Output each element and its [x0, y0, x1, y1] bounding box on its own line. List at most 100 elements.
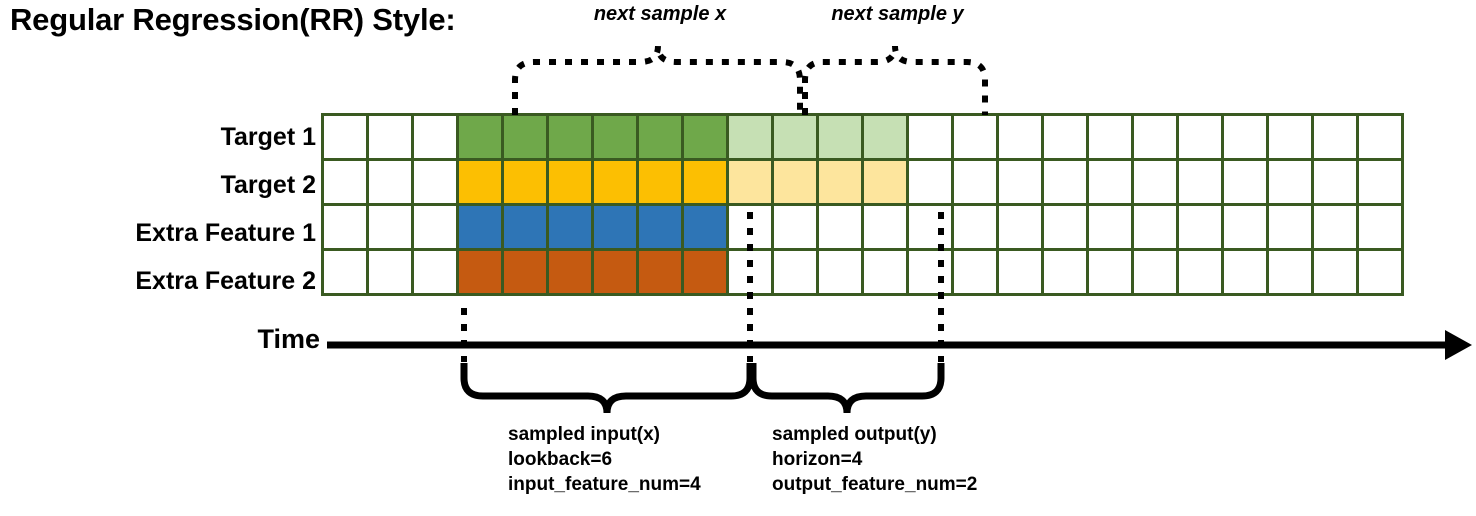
time-axis-arrow [327, 330, 1472, 360]
grid-cell-extra-feature-2-9-input [681, 248, 729, 296]
grid-cell-extra-feature-2-10-empty [726, 248, 774, 296]
grid-cell-extra-feature-2-13-empty [861, 248, 909, 296]
grid-cell-target-1-13-output [861, 113, 909, 161]
grid-cell-target-1-2-empty [366, 113, 414, 161]
grid-cell-extra-feature-1-12-empty [816, 203, 864, 251]
grid-cell-extra-feature-1-9-input [681, 203, 729, 251]
sampled-input-title: sampled input(x) [508, 424, 661, 445]
sampled-output-horizon: horizon=4 [772, 449, 863, 470]
grid-cell-target-2-15-empty [951, 158, 999, 206]
grid-cell-extra-feature-1-16-empty [996, 203, 1044, 251]
grid-row-target-2 [321, 158, 1404, 206]
grid-cell-target-2-23-empty [1311, 158, 1359, 206]
grid-cell-extra-feature-1-22-empty [1266, 203, 1314, 251]
row-label-extra-feature-1: Extra Feature 1 [135, 219, 316, 247]
sampled-output-annotation: sampled output(y) horizon=4 output_featu… [772, 422, 977, 497]
grid-cell-target-2-17-empty [1041, 158, 1089, 206]
grid-cell-target-2-2-empty [366, 158, 414, 206]
bottom-brace-sampled-output [749, 363, 945, 414]
grid-cell-extra-feature-1-4-input [456, 203, 504, 251]
sampled-input-feature-num: input_feature_num=4 [508, 474, 701, 495]
grid-cell-target-1-16-empty [996, 113, 1044, 161]
grid-cell-extra-feature-2-18-empty [1086, 248, 1134, 296]
grid-cell-target-2-13-output [861, 158, 909, 206]
page-title: Regular Regression(RR) Style: [10, 2, 456, 37]
grid-cell-target-1-7-input [591, 113, 639, 161]
grid-cell-target-1-6-input [546, 113, 594, 161]
grid-cell-target-1-10-output [726, 113, 774, 161]
grid-cell-extra-feature-2-14-empty [906, 248, 954, 296]
row-label-target-2: Target 2 [220, 171, 316, 199]
grid-cell-target-2-21-empty [1221, 158, 1269, 206]
time-axis-label: Time [257, 324, 320, 354]
grid-cell-extra-feature-2-16-empty [996, 248, 1044, 296]
grid-cell-target-2-4-input [456, 158, 504, 206]
grid-cell-extra-feature-1-13-empty [861, 203, 909, 251]
grid-cell-extra-feature-2-11-empty [771, 248, 819, 296]
grid-cell-target-1-9-input [681, 113, 729, 161]
grid-cell-extra-feature-1-17-empty [1041, 203, 1089, 251]
grid-cell-extra-feature-1-19-empty [1131, 203, 1179, 251]
grid-cell-target-1-11-output [771, 113, 819, 161]
grid-cell-target-1-22-empty [1266, 113, 1314, 161]
grid-cell-target-1-17-empty [1041, 113, 1089, 161]
annotation-next-sample-x: next sample x [593, 3, 727, 25]
grid-cell-extra-feature-2-4-input [456, 248, 504, 296]
grid-cell-extra-feature-2-15-empty [951, 248, 999, 296]
top-brace-next-sample-x [512, 45, 803, 115]
grid-cell-extra-feature-1-2-empty [366, 203, 414, 251]
grid-cell-extra-feature-1-14-empty [906, 203, 954, 251]
grid-cell-extra-feature-2-3-empty [411, 248, 459, 296]
grid-cell-extra-feature-1-11-empty [771, 203, 819, 251]
row-label-target-1: Target 1 [220, 123, 316, 151]
grid-cell-target-2-10-output [726, 158, 774, 206]
grid-cell-target-1-3-empty [411, 113, 459, 161]
grid-cell-target-1-1-empty [321, 113, 369, 161]
grid-cell-extra-feature-2-12-empty [816, 248, 864, 296]
grid-cell-extra-feature-2-2-empty [366, 248, 414, 296]
grid-row-target-1 [321, 113, 1404, 161]
grid-cell-target-2-9-input [681, 158, 729, 206]
grid-cell-target-1-20-empty [1176, 113, 1224, 161]
grid-cell-extra-feature-1-21-empty [1221, 203, 1269, 251]
grid-cell-target-2-22-empty [1266, 158, 1314, 206]
grid-cell-extra-feature-2-7-input [591, 248, 639, 296]
grid-cell-extra-feature-2-23-empty [1311, 248, 1359, 296]
grid-cell-extra-feature-1-1-empty [321, 203, 369, 251]
grid-cell-extra-feature-1-7-input [591, 203, 639, 251]
sampled-output-feature-num: output_feature_num=2 [772, 474, 978, 495]
grid-cell-extra-feature-1-3-empty [411, 203, 459, 251]
grid-cell-target-1-8-input [636, 113, 684, 161]
grid-cell-target-1-5-input [501, 113, 549, 161]
grid-row-extra-feature-1 [321, 203, 1404, 251]
grid-cell-extra-feature-1-24-empty [1356, 203, 1404, 251]
grid-cell-extra-feature-1-10-empty [726, 203, 774, 251]
grid-cell-target-2-20-empty [1176, 158, 1224, 206]
grid-cell-target-1-23-empty [1311, 113, 1359, 161]
grid-cell-extra-feature-2-20-empty [1176, 248, 1224, 296]
grid-cell-target-2-14-empty [906, 158, 954, 206]
sampled-output-title: sampled output(y) [772, 424, 937, 445]
annotation-next-sample-y: next sample y [831, 3, 964, 25]
grid-cell-target-1-21-empty [1221, 113, 1269, 161]
grid-cell-target-2-12-output [816, 158, 864, 206]
grid-cell-extra-feature-2-6-input [546, 248, 594, 296]
grid-cell-extra-feature-2-24-empty [1356, 248, 1404, 296]
grid-cell-target-1-18-empty [1086, 113, 1134, 161]
timeline-grid [321, 113, 1404, 296]
grid-cell-extra-feature-1-18-empty [1086, 203, 1134, 251]
grid-cell-extra-feature-1-15-empty [951, 203, 999, 251]
row-label-extra-feature-2: Extra Feature 2 [135, 267, 316, 295]
grid-cell-extra-feature-1-8-input [636, 203, 684, 251]
grid-cell-extra-feature-2-8-input [636, 248, 684, 296]
top-brace-next-sample-y [802, 45, 988, 115]
grid-cell-target-1-12-output [816, 113, 864, 161]
grid-cell-extra-feature-2-17-empty [1041, 248, 1089, 296]
grid-cell-extra-feature-2-1-empty [321, 248, 369, 296]
grid-cell-target-2-16-empty [996, 158, 1044, 206]
grid-cell-target-1-15-empty [951, 113, 999, 161]
grid-cell-target-1-4-input [456, 113, 504, 161]
grid-cell-target-2-5-input [501, 158, 549, 206]
grid-cell-target-2-18-empty [1086, 158, 1134, 206]
